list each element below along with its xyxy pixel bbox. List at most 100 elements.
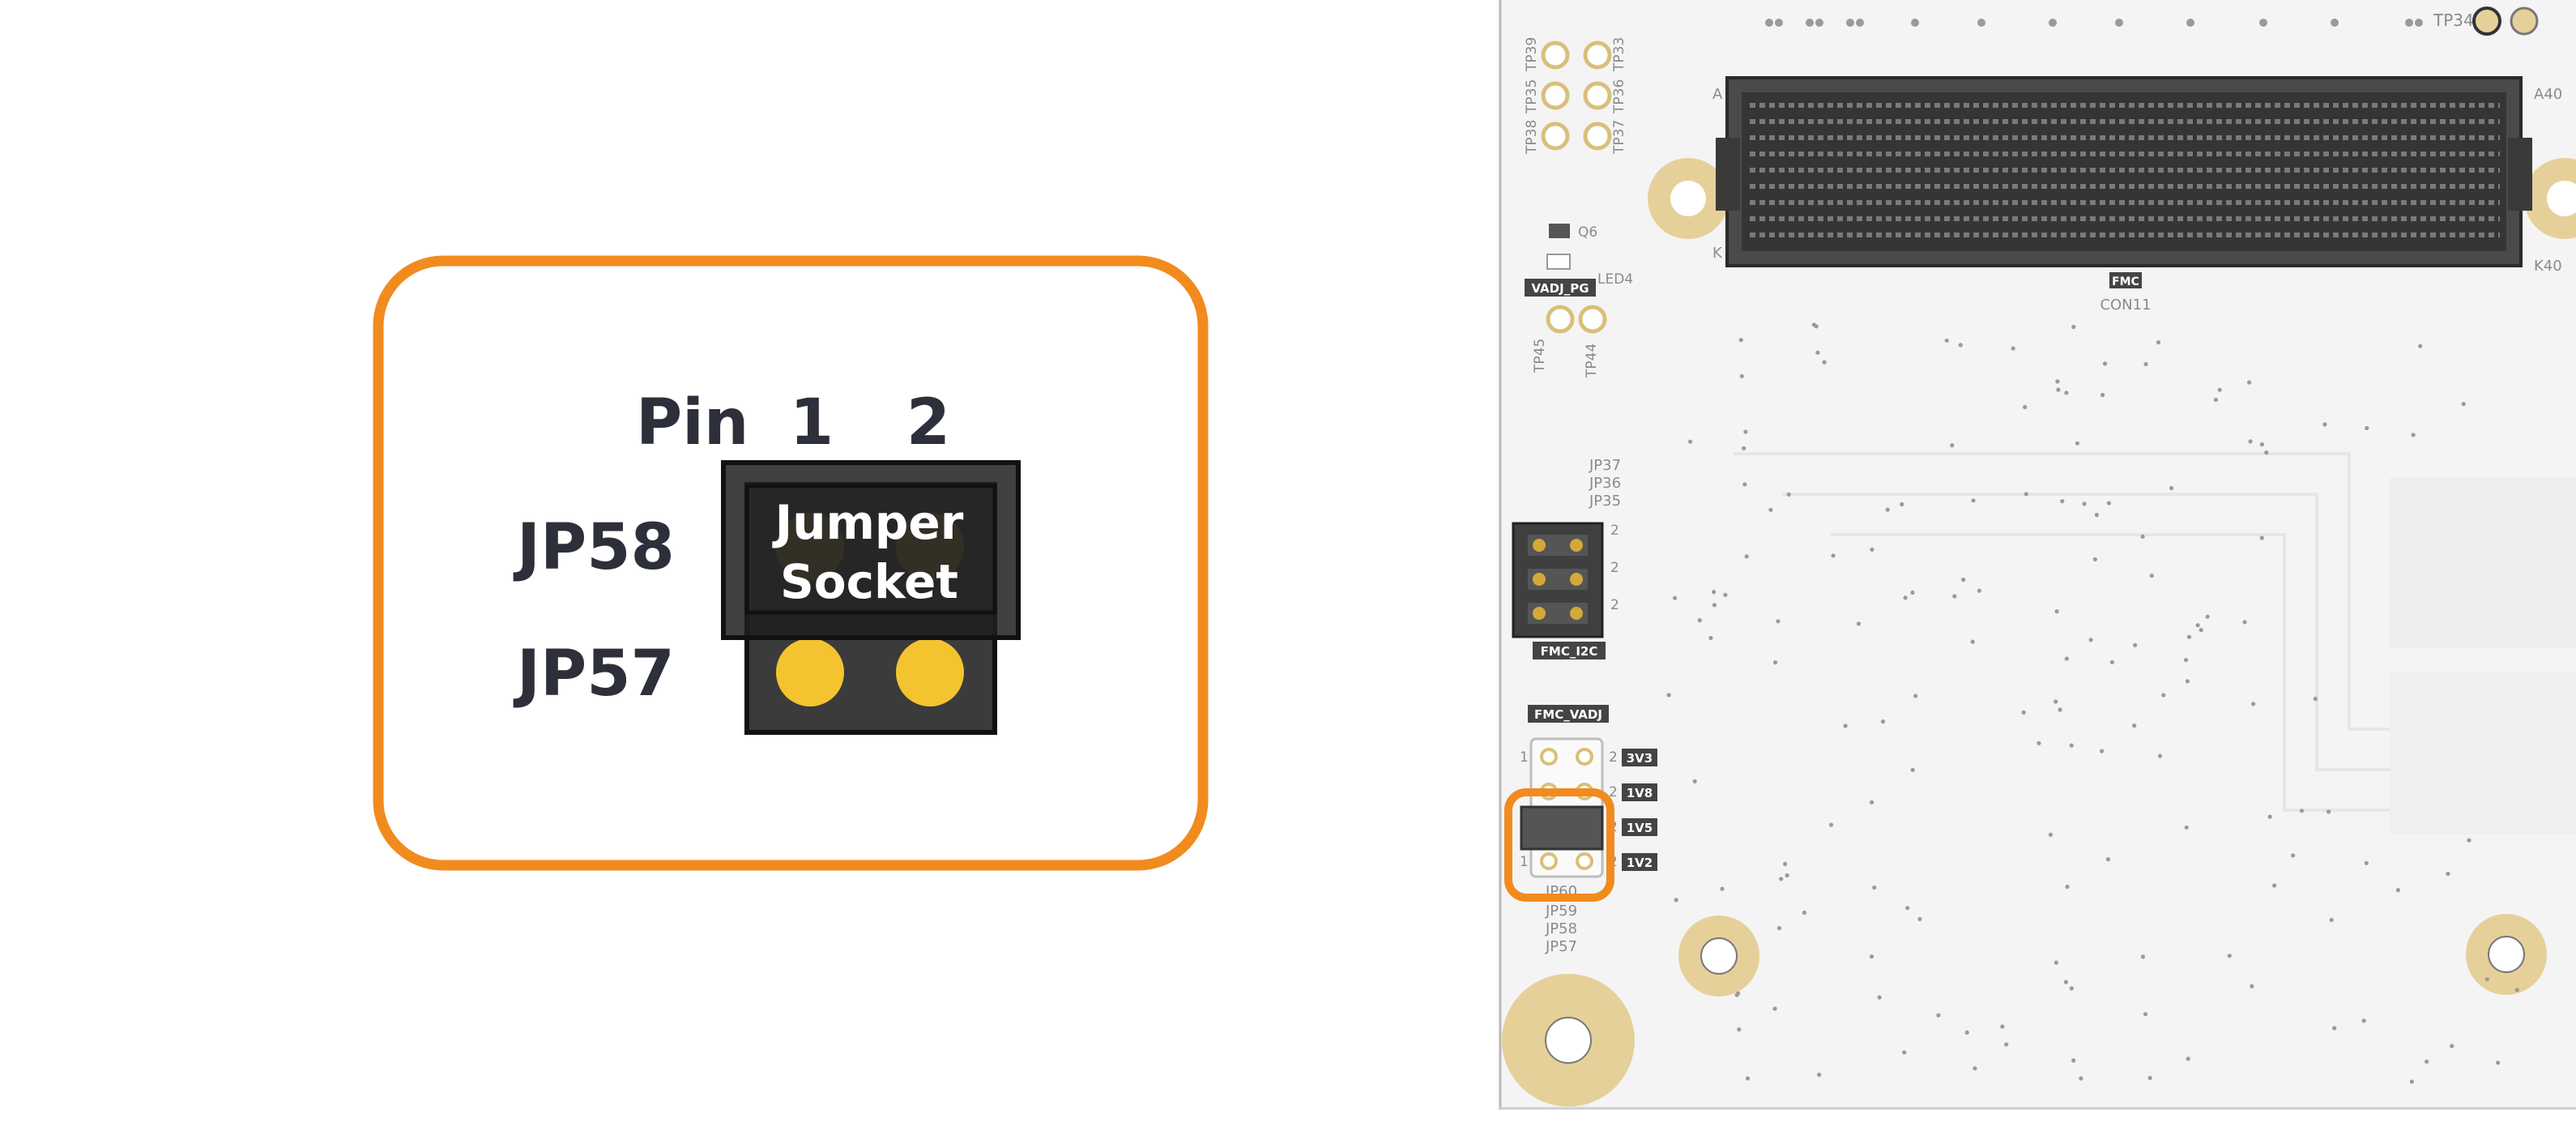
- via-dot: [1783, 861, 1788, 866]
- via-dot: [2361, 1018, 2366, 1023]
- via-dot: [1815, 350, 1820, 355]
- row-label-jp58: JP58: [513, 511, 675, 584]
- via-dot: [2036, 740, 2041, 745]
- mount-hole-bottom-left: [1502, 974, 1635, 1107]
- via-dot: [2247, 380, 2252, 385]
- voltage-3v3: 3V3: [1627, 751, 1653, 766]
- via-dot: [2161, 693, 2166, 698]
- via-dot: [1743, 429, 1748, 434]
- via-dot: [1870, 800, 1874, 805]
- vadj-row1-pin1: 1: [1520, 749, 1529, 766]
- vadj-pg-badge: [1525, 279, 1596, 297]
- jumper-socket-label-line1: Jumper: [772, 495, 964, 550]
- via-dot: [1913, 694, 1918, 698]
- via-dot: [1952, 594, 1957, 599]
- via-dot: [2069, 986, 2074, 991]
- via-dot: [2100, 392, 2105, 398]
- via-dot: [1958, 343, 1963, 348]
- via-dot: [1720, 886, 1725, 891]
- via-dot: [2054, 609, 2059, 614]
- via-dot: [1869, 954, 1874, 959]
- via-dot: [2011, 346, 2015, 351]
- via-dot: [2079, 1076, 2083, 1081]
- via-dot: [2409, 1079, 2414, 1084]
- vadj-row4-pin1: 1: [1520, 854, 1529, 870]
- testpoint-top-right-2: [2510, 6, 2539, 36]
- via-dot: [2186, 634, 2192, 639]
- via-dot: [2058, 707, 2062, 712]
- via-dot: [2048, 832, 2053, 837]
- via-dot: [1688, 439, 1693, 444]
- testpoint-cluster-top: [1541, 41, 1612, 151]
- vadj-pg-label: VADJ_PG: [1531, 281, 1589, 296]
- via-dot: [2060, 499, 2065, 504]
- via-dot: [1744, 554, 1749, 559]
- via-dot: [2094, 513, 2099, 518]
- via-dot: [2264, 450, 2269, 455]
- via-dot: [2395, 888, 2400, 893]
- via-dot: [2332, 1026, 2337, 1031]
- via-dot: [1856, 621, 1862, 626]
- via-dot: [2021, 710, 2026, 715]
- via-dot: [2149, 574, 2154, 578]
- via-dot: [1772, 1006, 1777, 1011]
- via-dot: [1768, 507, 1773, 512]
- voltage-1v5: 1V5: [1627, 821, 1653, 835]
- silk-jp35: JP35: [1589, 493, 1621, 510]
- via-dot: [2467, 838, 2472, 843]
- via-dot: [1776, 619, 1781, 624]
- via-dot: [2195, 623, 2200, 628]
- via-dot: [1673, 595, 1678, 600]
- voltage-badge-1v8: [1622, 783, 1657, 801]
- silk-jp59: JP59: [1545, 903, 1577, 920]
- via-dot: [1964, 1030, 1969, 1035]
- voltage-badge-3v3: [1622, 749, 1657, 766]
- via-dot: [2259, 536, 2264, 540]
- via-dot: [2109, 659, 2114, 665]
- via-dot: [2461, 402, 2466, 407]
- callout-frame: [373, 255, 1209, 871]
- pcb-shadow-panel-2: [2390, 672, 2576, 834]
- silk-tp39: TP39: [1524, 37, 1540, 72]
- fmc-connector: [1716, 76, 2532, 267]
- via-dot: [2056, 387, 2061, 392]
- via-dot: [2227, 954, 2232, 958]
- via-dot: [2514, 988, 2519, 992]
- via-dot: [1905, 906, 1910, 911]
- via-dot: [2213, 397, 2218, 403]
- via-dot: [1723, 592, 1728, 597]
- via-dot: [1872, 885, 1877, 890]
- via-dot: [1910, 590, 1915, 595]
- via-dot: [1739, 373, 1744, 378]
- via-dot: [2140, 954, 2145, 959]
- via-dot: [2064, 391, 2069, 395]
- i2c-pin-mark-1: 2: [1610, 523, 1619, 539]
- testpoint-tp44: [1578, 305, 1607, 334]
- silk-jp58: JP58: [1545, 920, 1577, 937]
- via-dot: [1786, 492, 1791, 497]
- via-dot: [1802, 910, 1806, 915]
- row-label-jp57: JP57: [513, 638, 675, 711]
- via-dot: [1708, 635, 1713, 641]
- fmc-vadj-badge: [1528, 705, 1609, 723]
- via-dot: [1877, 995, 1882, 1000]
- jumper-callout: Pin 1 2 JP58 JP57 Jumper Socket: [373, 255, 1209, 871]
- via-dot: [1831, 553, 1836, 558]
- voltage-1v8: 1V8: [1627, 786, 1653, 800]
- silk-led4: LED4: [1597, 271, 1633, 288]
- fmc-pin-rows: [1750, 103, 2500, 237]
- pin-jp57-2: [896, 638, 964, 706]
- via-dot: [1779, 877, 1784, 881]
- via-dot: [2147, 1075, 2152, 1081]
- via-dot: [2484, 977, 2489, 982]
- via-dot: [2327, 809, 2331, 814]
- via-dot: [2071, 324, 2076, 330]
- via-dot: [2250, 984, 2254, 988]
- via-dot: [1971, 498, 1976, 503]
- testpoint-tp34: [2472, 6, 2501, 36]
- via-dot: [1745, 1076, 1751, 1081]
- via-dot: [2075, 441, 2079, 446]
- voltage-1v2: 1V2: [1627, 856, 1653, 870]
- via-dot: [2322, 422, 2327, 427]
- silk-tp36: TP36: [1611, 79, 1627, 114]
